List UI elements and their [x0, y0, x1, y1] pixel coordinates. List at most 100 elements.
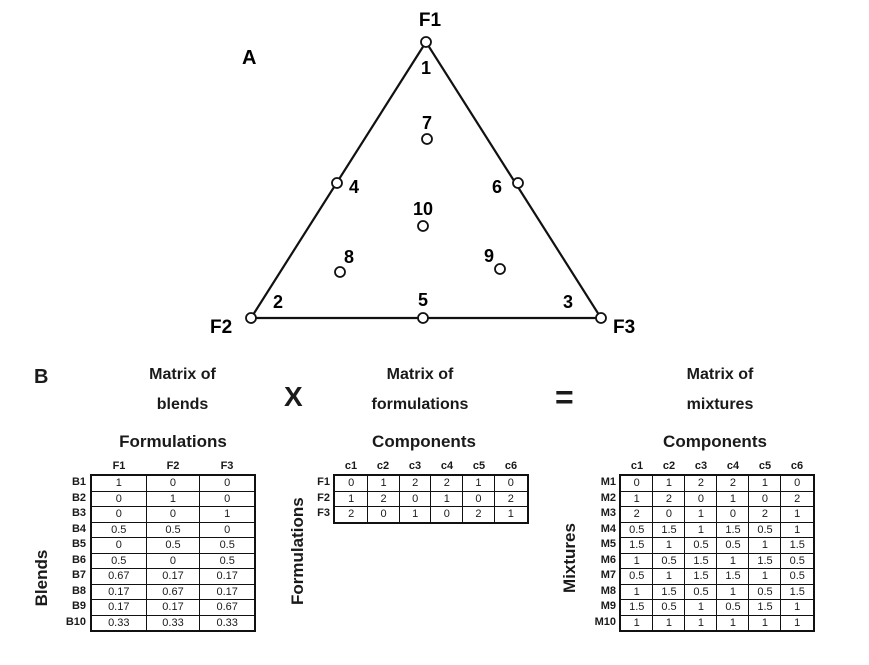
row-header: F2	[317, 491, 330, 504]
table-cell: 1	[398, 506, 432, 523]
table-cell: 1	[652, 537, 686, 554]
table-cell: 0.17	[199, 568, 256, 585]
table-cell: 1.5	[748, 552, 782, 569]
table-cell: 0.5	[90, 552, 147, 569]
design-point-marker	[331, 177, 343, 189]
table-cell: 1	[367, 474, 400, 492]
heading-matrix-of-formulations: Matrix of formulations	[355, 360, 485, 420]
table-cell: 0	[199, 474, 256, 492]
row-header: M6	[600, 553, 616, 566]
design-point-label: 2	[273, 292, 283, 312]
column-header: F3	[220, 460, 234, 472]
design-point-marker	[417, 220, 429, 232]
table-cell: 0	[748, 490, 782, 507]
row-header: M9	[600, 600, 616, 612]
row-header: B5	[71, 538, 86, 550]
design-point-label: 1	[421, 58, 431, 78]
table-cell: 1	[748, 568, 782, 585]
mixtures-table-title: Components	[663, 432, 767, 451]
table-cell: 1.5	[684, 552, 718, 569]
table-cell: 0.5	[90, 521, 147, 538]
table-cell: 0	[398, 490, 432, 507]
blends-side-label: Blends	[32, 549, 51, 607]
design-point-label: 4	[349, 177, 359, 197]
table-cell: 0.5	[748, 583, 782, 600]
vertex-label-f3: F3	[613, 317, 635, 338]
column-header: c6	[504, 460, 518, 472]
heading-line: Matrix of	[686, 366, 754, 383]
table-cell: 0	[145, 506, 201, 523]
table-cell: 0.33	[199, 614, 256, 632]
column-header: c3	[408, 460, 422, 472]
heading-matrix-of-mixtures: Matrix of mixtures	[655, 360, 785, 420]
table-cell: 1	[716, 490, 750, 507]
row-header: M4	[600, 522, 616, 535]
table-cell: 0	[367, 506, 400, 523]
row-header: B1	[71, 476, 86, 488]
table-cell: 2	[462, 506, 495, 523]
table-cell: 0.5	[619, 521, 654, 538]
equals-operator: =	[555, 379, 574, 415]
table-cell: 0	[145, 552, 201, 569]
table-cell: 0	[652, 506, 686, 523]
table-cell: 0	[684, 490, 718, 507]
table-cell: 1.5	[652, 583, 686, 600]
table-cell: 1.5	[716, 521, 750, 538]
column-header: F2	[166, 460, 180, 472]
design-point-label: 3	[563, 292, 573, 312]
table-cell: 0.5	[716, 537, 750, 554]
table-cell: 0	[145, 474, 201, 492]
table-cell: 1	[716, 583, 750, 600]
table-cell: 1	[780, 506, 815, 523]
table-cell: 1	[90, 474, 147, 492]
row-header: M5	[600, 538, 616, 550]
table-cell: 1	[684, 521, 718, 538]
table-cell: 0.5	[145, 521, 201, 538]
row-header: F3	[317, 507, 330, 519]
table-cell: 2	[780, 490, 815, 507]
mixtures-side-label: Mixtures	[560, 523, 579, 593]
row-header: B10	[65, 615, 86, 628]
table-cell: 0.5	[684, 583, 718, 600]
table-cell: 1.5	[619, 537, 654, 554]
table-cell: 0.5	[780, 552, 815, 569]
table-cell: 2	[430, 474, 464, 492]
design-point-label: 8	[344, 247, 354, 267]
table-cell: 0.17	[145, 568, 201, 585]
row-header: M3	[600, 507, 616, 519]
table-cell: 0	[619, 474, 654, 492]
table-cell: 0	[430, 506, 464, 523]
column-header: c5	[472, 460, 486, 472]
table-cell: 0.33	[145, 614, 201, 632]
table-cell: 1	[652, 614, 686, 632]
table-cell: 0.17	[199, 583, 256, 600]
column-header: c4	[726, 460, 740, 472]
table-cell: 0.67	[90, 568, 147, 585]
table-cell: 1	[619, 614, 654, 632]
table-cell: 1.5	[619, 599, 654, 616]
column-header: c1	[344, 460, 358, 472]
table-cell: 1.5	[684, 568, 718, 585]
table-cell: 1	[748, 614, 782, 632]
column-header: c5	[758, 460, 772, 472]
column-header: c2	[376, 460, 390, 472]
table-cell: 2	[716, 474, 750, 492]
table-cell: 0.17	[90, 599, 147, 616]
table-cell: 1	[199, 506, 256, 523]
row-header: M10	[594, 615, 616, 628]
heading-line: blends	[156, 396, 209, 413]
